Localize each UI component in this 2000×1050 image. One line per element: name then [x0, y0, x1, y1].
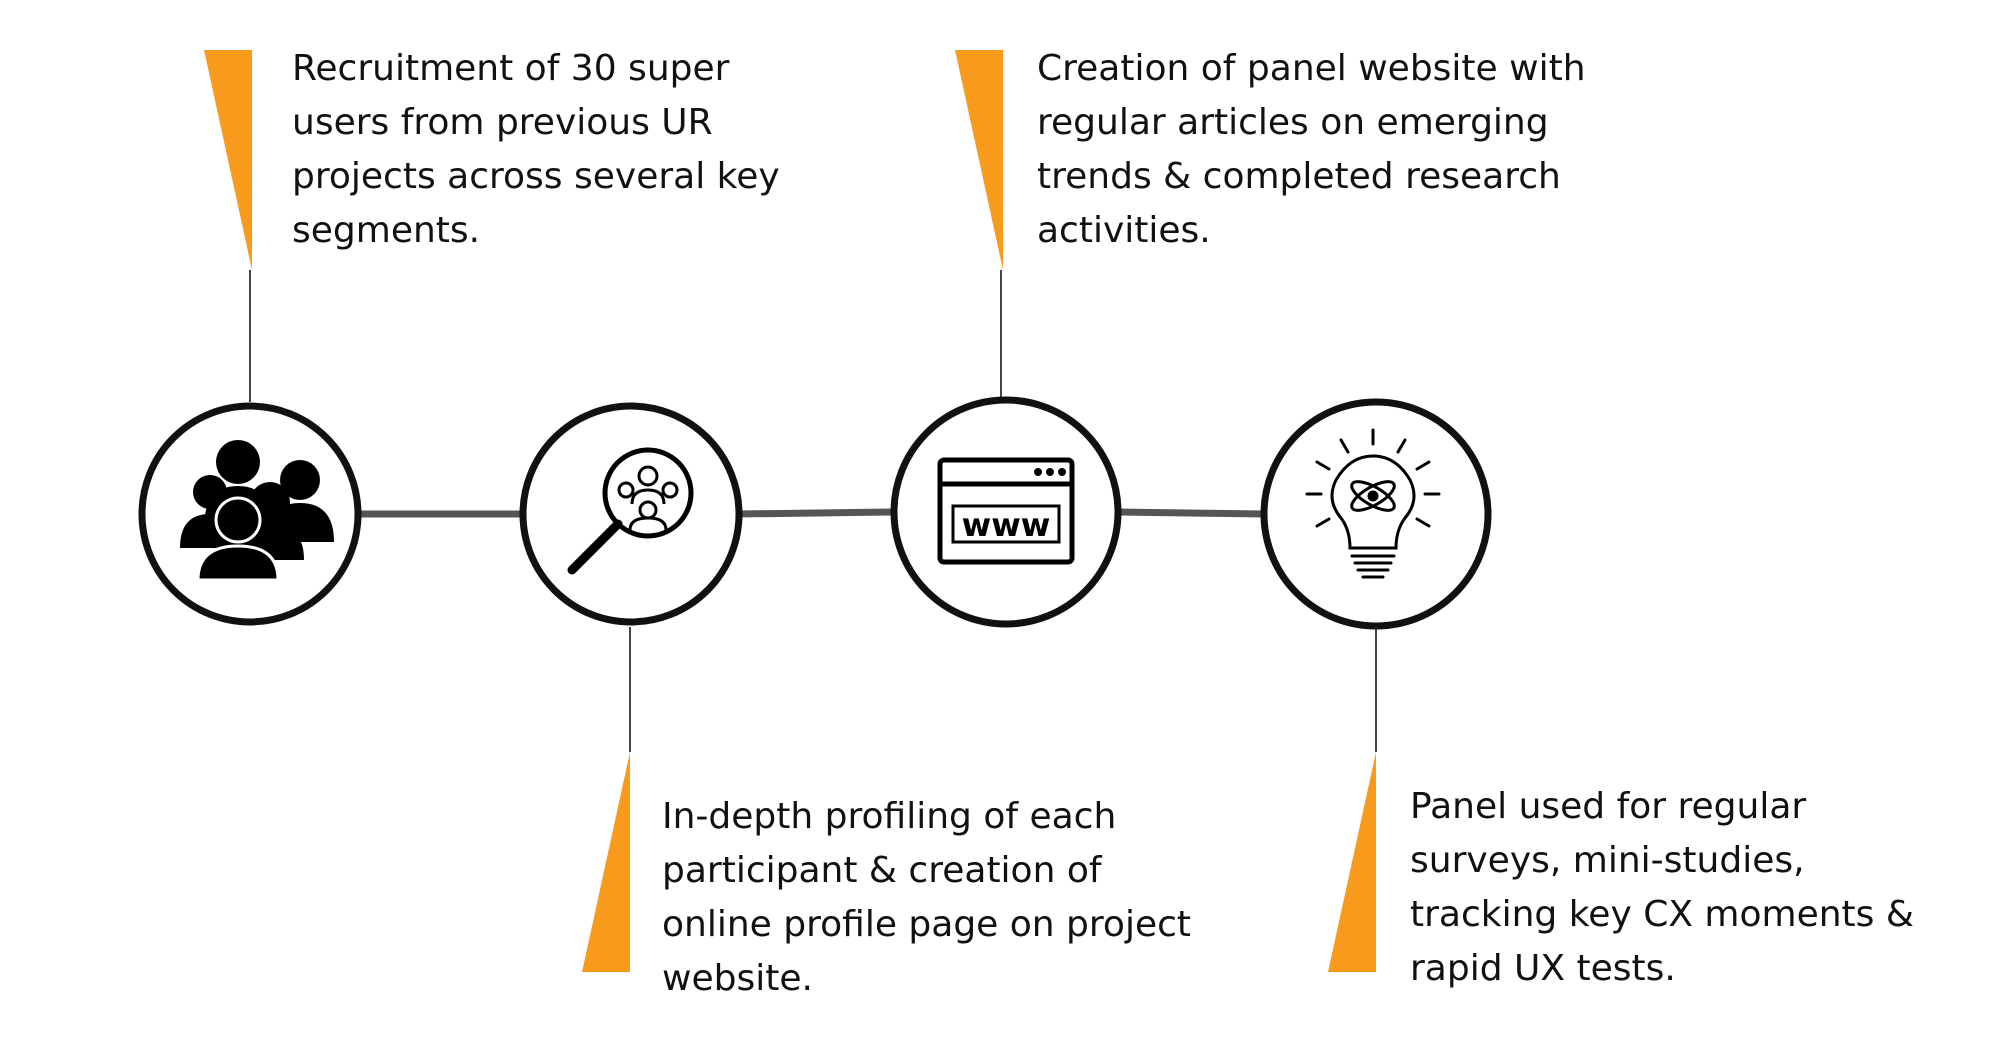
www-label: www: [962, 506, 1051, 544]
leader-lines: [249, 270, 1377, 752]
step-1-description: Recruitment of 30 super users from previ…: [292, 48, 780, 251]
step-circle-2: [519, 402, 743, 626]
step-3-description: Creation of panel website with regular a…: [1037, 48, 1586, 251]
people-group-icon: [180, 440, 334, 582]
connector-3-4: [1117, 508, 1265, 518]
wedge-1: [204, 50, 252, 270]
magnifier-people-icon: [567, 447, 694, 575]
accent-wedges: [204, 50, 1376, 972]
wedge-2: [582, 752, 630, 972]
step-4-description: Panel used for regular surveys, mini-stu…: [1410, 786, 1914, 989]
wedge-4: [1328, 752, 1376, 972]
wedge-3: [955, 50, 1003, 270]
step-2-description: In-depth profiling of each participant &…: [662, 796, 1191, 999]
browser-www-icon: www: [937, 457, 1075, 565]
step-circle-4: [1260, 398, 1492, 630]
connector-2-3: [737, 508, 895, 518]
lightbulb-atom-icon: [1305, 428, 1441, 579]
connectors: [358, 508, 1265, 518]
step-circle-3: [890, 396, 1122, 628]
